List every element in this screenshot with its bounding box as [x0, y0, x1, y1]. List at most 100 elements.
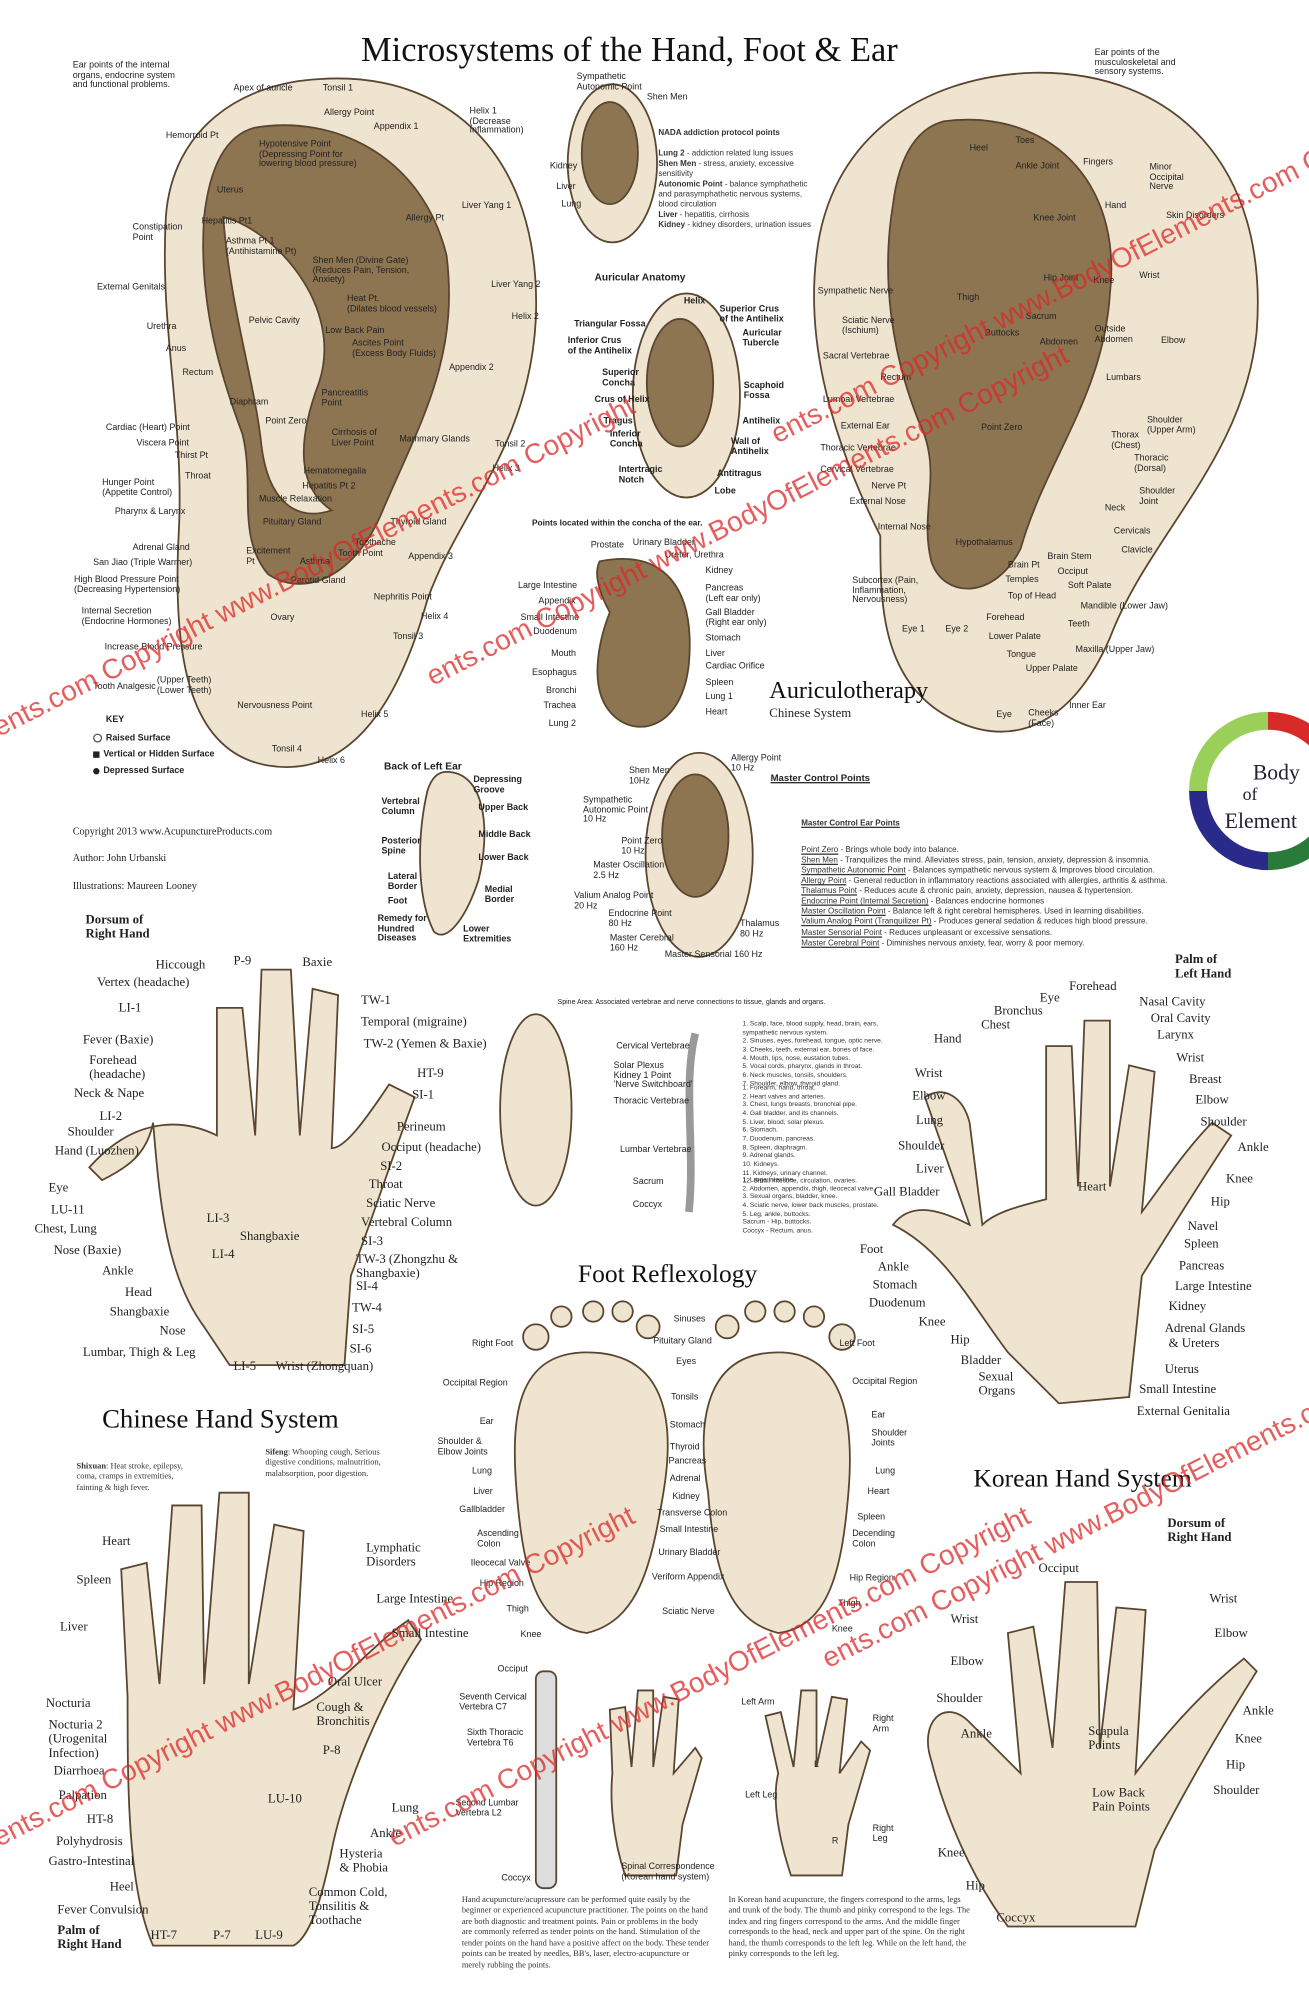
point-entry: Valium Analog Point (Tranquilizer Pt) - … [801, 918, 1184, 928]
feet-label: Ear [871, 1411, 886, 1420]
korean-spine-label: Second Lumbar Vertebra L2 [455, 1798, 519, 1818]
left-ear-label: Appendix 3 [408, 552, 453, 562]
hand-acupuncture-text: Hand acupuncture/acupressure can be perf… [461, 1895, 710, 1970]
left-ear-label: Tonsil 4 [271, 745, 303, 754]
left-ear-label: Rectum [182, 368, 214, 378]
right-ear-label: Sacral Vertebrae [822, 352, 890, 362]
palm-left-label: Foot [859, 1242, 884, 1257]
dorsum-hand-illustration [88, 968, 416, 1366]
concha-label: Kidney [705, 566, 733, 576]
korean-spine-label: Seventh Cervical Vertebra C7 [459, 1692, 527, 1712]
anatomy-label: Superior Concha [602, 368, 639, 388]
korean-spine-label: Left Leg [745, 1791, 778, 1801]
chinese-hand-label: Diarrhoea [53, 1764, 105, 1779]
right-ear-label: Knee Joint [1033, 214, 1076, 224]
foot-reflexology-title: Foot Reflexology [577, 1260, 758, 1289]
left-ear-label: Tooth Point [338, 549, 383, 559]
right-ear-label: Thoracic (Dorsal) [1134, 454, 1169, 473]
korean-small-hand-2 [764, 1689, 872, 1877]
point-entry: Kidney - kidney disorders, urination iss… [658, 221, 811, 231]
sifeng-note: Sifeng: Whooping cough, Serious digestiv… [265, 1448, 431, 1480]
point-entry: Liver - hepatitis, cirrhosis [658, 211, 811, 221]
concha-label: Lung 1 [705, 692, 733, 702]
dorsum-hand-label: Temporal (migraine) [361, 1015, 467, 1030]
nada-ear-label: Kidney [549, 162, 578, 171]
right-ear-label: Eye [996, 710, 1012, 720]
point-name: Thalamus Point [801, 887, 858, 897]
chinese-hand-label: Liver [59, 1620, 88, 1635]
feet-label: Small Intestine [659, 1525, 719, 1535]
palm-left-label: Hip [950, 1333, 970, 1348]
master-ear-label: Master Oscillation 2.5 Hz [593, 861, 665, 880]
left-ear-label: Throat [184, 472, 211, 481]
left-ear-label: Allergy Pt [405, 214, 444, 224]
dorsum-hand-label: Throat [368, 1177, 403, 1192]
chinese-hand-label: LU-9 [255, 1929, 283, 1944]
concha-label: Duodenum [533, 627, 577, 637]
korean-dorsum-heading: Dorsum of Right Hand [1167, 1516, 1232, 1545]
palm-left-label: Sexual Organs [978, 1370, 1016, 1399]
feet-label: Adrenal [669, 1474, 701, 1484]
left-ear-label: Adrenal Gland [132, 543, 190, 553]
point-desc: - General reduction in inflammatory reac… [846, 876, 1168, 886]
korean-hand-label: Low Back Pain Points [1092, 1786, 1150, 1815]
left-ear-label: Hypotensive Point (Depressing Point for … [258, 140, 357, 169]
feet-label: Urinary Bladder [658, 1548, 721, 1558]
concha-label: Spleen [705, 678, 734, 688]
korean-spine-illustration [534, 1670, 558, 1890]
concha-label: Stomach [705, 634, 741, 644]
palm-left-label: Forehead [1069, 979, 1117, 994]
korean-hand-label: Coccyx [996, 1911, 1036, 1926]
feet-label: Spleen [857, 1513, 886, 1523]
left-ear-label: Apex of auricle [233, 84, 293, 94]
nada-ear-label: Lung [561, 200, 582, 210]
left-ear-label: San Jiao (Triple Warmer) [93, 558, 193, 568]
master-ear-label: Shen Men 10Hz [628, 766, 670, 786]
sifeng-desc: : Whooping cough, Serious digestive cond… [265, 1448, 381, 1479]
right-ear-label: Occiput [1057, 567, 1088, 577]
master-ear-label: Thalamus 80 Hz [739, 919, 780, 939]
right-ear-label: Point Zero [981, 423, 1023, 433]
korean-spine-label: R [831, 1837, 839, 1847]
palm-left-label: Small Intestine [1139, 1382, 1217, 1398]
chinese-hand-label: Nocturia [45, 1696, 91, 1711]
feet-label: Shoulder Joints [871, 1428, 908, 1448]
palm-left-label: Bladder [960, 1353, 1002, 1368]
dorsum-hand-label: TW-2 (Yemen & Baxie) [363, 1037, 487, 1052]
master-points: Point Zero - Brings whole body into bala… [801, 846, 1184, 949]
left-ear-label: Liver Yang 2 [491, 280, 541, 290]
right-ear-label: Hand [1104, 201, 1127, 211]
left-ear-label: Hepatitis Pt 2 [302, 482, 356, 492]
concha-label: Bronchi [546, 686, 577, 696]
point-desc: - Balances sympathetic nervous system & … [905, 866, 1155, 876]
chinese-hand-label: Gastro-Intestinal [48, 1855, 135, 1870]
left-ear-label: Nephritis Point [373, 593, 432, 603]
dorsum-hand-label: SI-1 [412, 1088, 435, 1103]
auriculotherapy-title: Auriculotherapy [769, 677, 929, 705]
spine-area-label: Coccyx [632, 1200, 663, 1210]
korean-spine-label: L [813, 1760, 819, 1770]
logo-line3: Element [1224, 808, 1298, 834]
dorsum-hand-label: Nose [159, 1324, 186, 1339]
dorsum-hand-label: Fever (Baxie) [82, 1033, 154, 1048]
palm-left-label: Navel [1187, 1219, 1219, 1234]
right-ear-label: Thoracic Vertebrae [820, 443, 896, 453]
right-ear-label: Hip Joint [1043, 274, 1079, 284]
korean-small-hand-1 [608, 1689, 703, 1877]
korean-hand-label: Wrist [950, 1612, 979, 1627]
korean-hand-label: Ankle [1242, 1704, 1274, 1719]
dorsum-hand-label: Chest, Lung [34, 1222, 97, 1237]
korean-hand-label: Hip [1226, 1758, 1246, 1773]
right-ear-label: Soft Palate [1067, 581, 1112, 591]
master-ear-label: Master Cerebral 160 Hz [609, 933, 674, 953]
point-entry: Master Cerebral Point - Diminishes nervo… [801, 938, 1184, 948]
anatomy-label: Scaphoid Fossa [743, 381, 784, 401]
right-ear-label: Cervicals [1113, 526, 1151, 536]
point-desc: - balance symphathetic and parasymphathe… [658, 180, 808, 210]
point-name: Autonomic Point [658, 180, 723, 190]
left-ear-label: Nervousness Point [237, 701, 313, 711]
anatomy-label: Lobe [714, 487, 736, 497]
anatomy-label: Triangular Fossa [574, 320, 646, 330]
right-ear-label: Lumbar Vertebrae [822, 395, 895, 405]
palm-left-label: Kidney [1168, 1300, 1207, 1315]
